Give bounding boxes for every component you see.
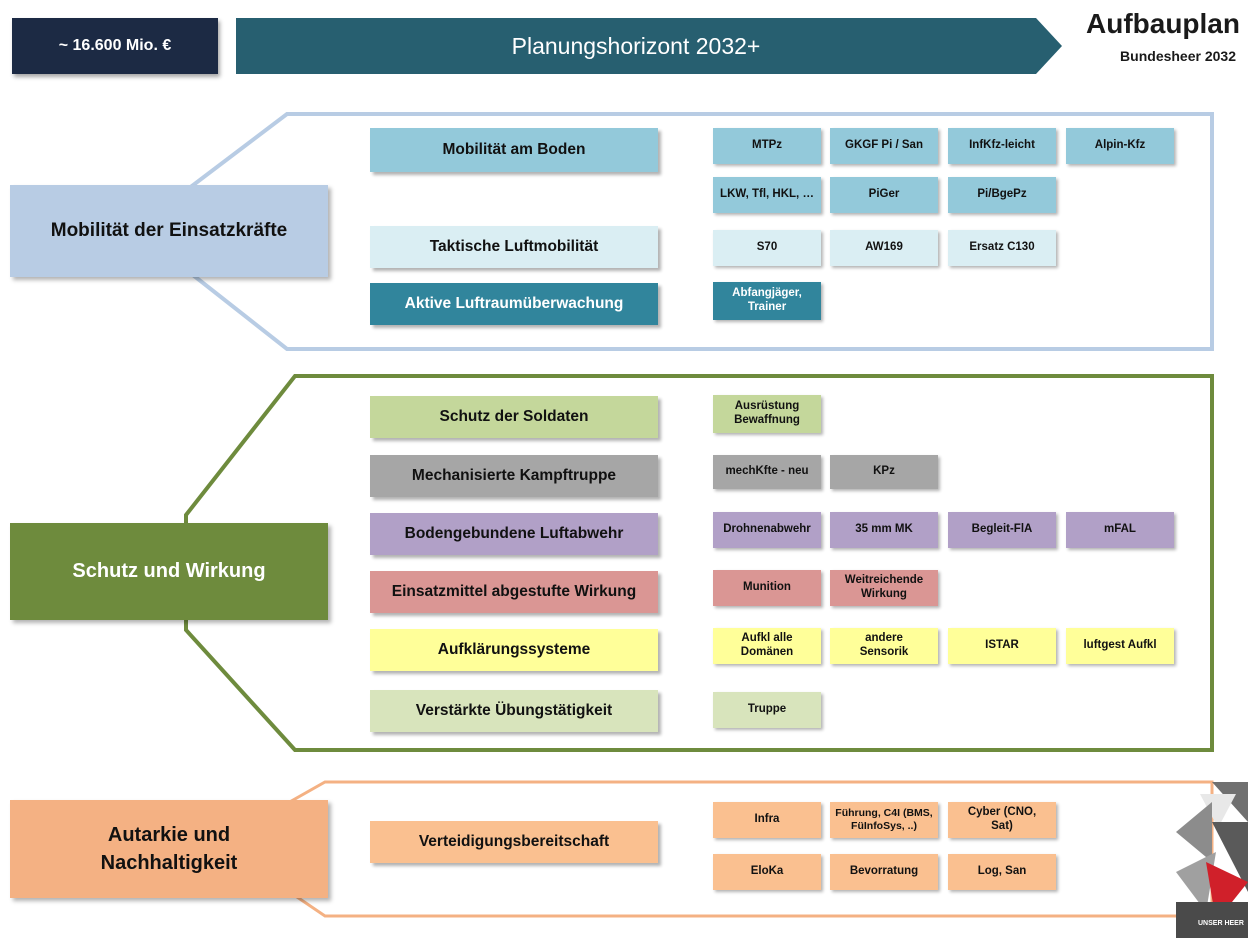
item-luftgest-aufkl: luftgest Aufkl [1066,628,1174,664]
item-cyber: Cyber (CNO, Sat) [948,802,1056,838]
item-andere-sensorik: andere Sensorik [830,628,938,664]
item-drohnenabwehr: Drohnenabwehr [713,512,821,548]
item-eloka: EloKa [713,854,821,890]
item-infra: Infra [713,802,821,838]
brand-title: Aufbauplan [1086,8,1240,39]
category-soldier-protection: Schutz der Soldaten [370,396,658,438]
item-fuehrung-c4i: Führung, C4I (BMS, FüInfoSys, ..) [830,802,938,838]
item-infkfz: InfKfz-leicht [948,128,1056,164]
item-munition: Munition [713,570,821,606]
item-ausruestung: Ausrüstung Bewaffnung [713,395,821,433]
category-recon-systems: Aufklärungssysteme [370,629,658,671]
item-35mm-mk: 35 mm MK [830,512,938,548]
effect-frame [184,374,1214,752]
category-graduated-effect: Einsatzmittel abgestufte Wirkung [370,571,658,613]
item-truppe: Truppe [713,692,821,728]
item-begleit-fla: Begleit-FlA [948,512,1056,548]
item-aufkl-alle-domaenen: Aufkl alle Domänen [713,628,821,664]
category-training: Verstärkte Übungstätigkeit [370,690,658,732]
section-mobility: Mobilität der Einsatzkräfte [10,185,328,277]
item-piger: PiGer [830,177,938,213]
category-defense-readiness: Verteidigungsbereitschaft [370,821,658,863]
category-ground-mobility: Mobilität am Boden [370,128,658,172]
category-air-surveillance: Aktive Luftraumüberwachung [370,283,658,325]
banner-arrow-shape [236,18,1062,74]
item-weitreichende-wirkung: Weitreichende Wirkung [830,570,938,606]
item-abfangjaeger: Abfangjäger, Trainer [713,282,821,320]
item-gkgf: GKGF Pi / San [830,128,938,164]
category-tactical-air-mobility: Taktische Luftmobilität [370,226,658,268]
item-ersatz-c130: Ersatz C130 [948,230,1056,266]
item-lkw: LKW, Tfl, HKL, … [713,177,821,213]
section-effect: Schutz und Wirkung [10,523,328,620]
item-alpin-kfz: Alpin-Kfz [1066,128,1174,164]
category-air-defense: Bodengebundene Luftabwehr [370,513,658,555]
item-bevorratung: Bevorratung [830,854,938,890]
section-autarky: Autarkie und Nachhaltigkeit [10,800,328,898]
planning-horizon-banner: Planungshorizont 2032+ [236,18,1062,74]
budget-badge: ~ 16.600 Mio. € [12,18,218,74]
item-log-san: Log, San [948,854,1056,890]
category-mechanized-troops: Mechanisierte Kampftruppe [370,455,658,497]
item-aw169: AW169 [830,230,938,266]
item-mfal: mFAL [1066,512,1174,548]
item-istar: ISTAR [948,628,1056,664]
item-pi-bgepz: Pi/BgePz [948,177,1056,213]
army-logo [1176,782,1248,938]
item-mtpz: MTPz [713,128,821,164]
item-mechkfte: mechKfte - neu [713,455,821,489]
logo-caption: UNSER HEER [1198,920,1244,927]
item-kpz: KPz [830,455,938,489]
brand-subtitle: Bundesheer 2032 [1120,48,1236,64]
item-s70: S70 [713,230,821,266]
banner-title: Planungshorizont 2032+ [511,32,761,59]
mobility-frame [182,112,1214,351]
